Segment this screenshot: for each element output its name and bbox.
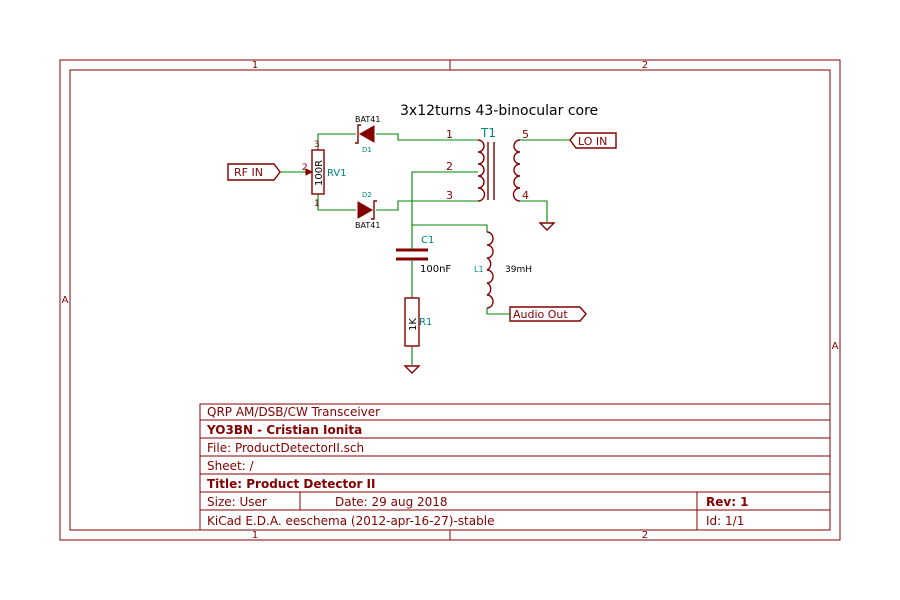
r1-ref: R1	[419, 317, 432, 328]
potentiometer-rv1: 100R RV1 3 2 1	[302, 140, 347, 209]
lo-in-label: LO IN	[578, 135, 607, 148]
tb-rev: Rev: 1	[706, 495, 749, 509]
transformer-note: 3x12turns 43-binocular core	[400, 103, 598, 119]
label-lo-in: LO IN	[569, 132, 617, 149]
t1-pin5: 5	[522, 128, 529, 141]
rv1-ref: RV1	[327, 168, 347, 179]
r1-value: 1K	[408, 318, 419, 331]
wires	[280, 133, 570, 365]
tb-title: Title: Product Detector II	[207, 477, 375, 491]
t1-ref: T1	[480, 126, 496, 140]
d1-ref: D1	[362, 146, 372, 154]
label-rf-in: RF IN	[227, 163, 281, 181]
c1-ref: C1	[421, 235, 434, 246]
d1-value: BAT41	[355, 115, 380, 124]
tb-size: Size: User	[207, 495, 267, 509]
t1-pin2: 2	[446, 160, 453, 173]
resistor-r1: 1K R1	[404, 297, 432, 347]
title-block: QRP AM/DSB/CW Transceiver YO3BN - Cristi…	[199, 403, 831, 531]
tb-author: YO3BN - Cristian Ionita	[206, 423, 362, 437]
l1-ref: L1	[474, 265, 484, 274]
d2-value: BAT41	[355, 221, 380, 230]
c1-value: 100nF	[420, 264, 451, 275]
audio-out-label: Audio Out	[513, 308, 568, 321]
inductor-l1: L1 39mH	[474, 231, 532, 309]
rv1-value: 100R	[314, 160, 325, 186]
tb-project: QRP AM/DSB/CW Transceiver	[207, 405, 380, 419]
frame-col-label-bottom-2: 2	[642, 530, 648, 541]
l1-value: 39mH	[505, 265, 532, 275]
diode-d2: D2 BAT41	[355, 191, 380, 230]
frame-col-label-top-2: 2	[642, 60, 648, 71]
frame-row-label-right: A	[832, 341, 839, 352]
t1-pin4: 4	[522, 189, 529, 202]
frame-row-label-left: A	[62, 295, 69, 306]
tb-file: File: ProductDetectorII.sch	[207, 441, 364, 455]
tb-sheet: Sheet: /	[207, 459, 255, 473]
label-audio-out: Audio Out	[509, 306, 587, 322]
frame-col-label-top-1: 1	[252, 60, 258, 71]
capacitor-c1: C1 100nF	[396, 235, 451, 275]
rv1-pin2: 2	[302, 163, 308, 173]
tb-date: Date: 29 aug 2018	[335, 495, 448, 509]
diode-d1: BAT41 D1	[355, 115, 380, 154]
tb-tool: KiCad E.D.A. eeschema (2012-apr-16-27)-s…	[207, 514, 494, 528]
ground-symbol-t1	[538, 222, 556, 231]
frame-col-label-bottom-1: 1	[252, 530, 258, 541]
rv1-pin3: 3	[314, 140, 320, 150]
t1-pin1: 1	[446, 128, 453, 141]
rv1-pin1: 1	[314, 199, 320, 209]
rf-in-label: RF IN	[234, 166, 263, 179]
d2-ref: D2	[362, 191, 372, 199]
ground-symbol-r1	[403, 365, 421, 374]
tb-id: Id: 1/1	[706, 514, 744, 528]
t1-pin3: 3	[446, 189, 453, 202]
transformer-t1: T1 1 2 3 4 5	[446, 126, 529, 202]
